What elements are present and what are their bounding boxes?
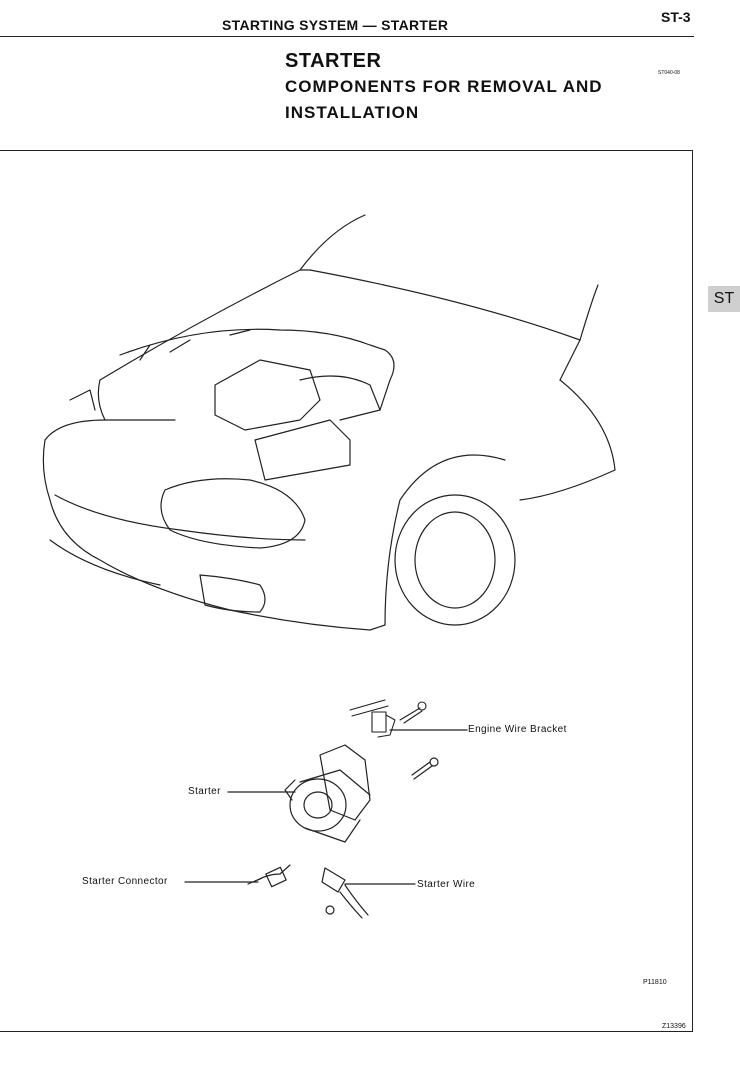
- bumper-outline: [42, 439, 386, 631]
- label-starter: Starter: [188, 786, 221, 797]
- figure-code: P11810: [643, 979, 667, 986]
- air-box: [299, 375, 381, 421]
- bolt-part: [411, 757, 439, 780]
- section-code: ST040-08: [658, 70, 680, 76]
- section-title: STARTER: [285, 50, 382, 72]
- front-corner: [69, 389, 96, 411]
- front-left-edge: [44, 419, 106, 441]
- wheel-arch: [384, 454, 506, 626]
- intake-plenum: [214, 359, 321, 431]
- starter-wire-part: [321, 867, 369, 919]
- engine-details: [139, 329, 251, 361]
- header-rule: [0, 36, 694, 37]
- tire-inner: [414, 511, 496, 609]
- bumper-crease: [54, 494, 306, 541]
- engine-cover: [119, 328, 395, 411]
- fender-top: [559, 339, 581, 381]
- side-tab-st[interactable]: ST: [708, 286, 740, 312]
- section-subtitle-line2: INSTALLATION: [285, 103, 420, 122]
- headlight: [160, 478, 306, 549]
- page-number: ST-3: [661, 9, 691, 25]
- image-code: Z13396: [662, 1023, 686, 1030]
- label-engine-wire-bracket: Engine Wire Bracket: [468, 724, 567, 735]
- label-starter-connector: Starter Connector: [82, 876, 168, 887]
- figure-frame: [0, 150, 693, 1032]
- label-starter-wire: Starter Wire: [417, 879, 476, 890]
- section-subtitle-line1: COMPONENTS FOR REMOVAL AND: [285, 77, 603, 96]
- fog-light: [199, 574, 266, 613]
- tire-outer: [394, 494, 516, 626]
- starter-part: [284, 744, 371, 843]
- windshield-edge: [579, 284, 599, 341]
- engine-wire-bracket-part: [349, 699, 427, 738]
- hood-back-edge: [99, 269, 301, 381]
- hood-lip: [97, 379, 176, 421]
- battery-box: [254, 419, 351, 481]
- lower-spoiler: [49, 539, 161, 586]
- rocker-line: [519, 469, 616, 501]
- cowl-line: [309, 269, 581, 341]
- fender-curve: [559, 379, 616, 471]
- header-title: STARTING SYSTEM — STARTER: [222, 17, 449, 33]
- starter-connector-part: [247, 864, 291, 888]
- a-pillar-line: [299, 214, 366, 271]
- nut-part: [325, 905, 335, 915]
